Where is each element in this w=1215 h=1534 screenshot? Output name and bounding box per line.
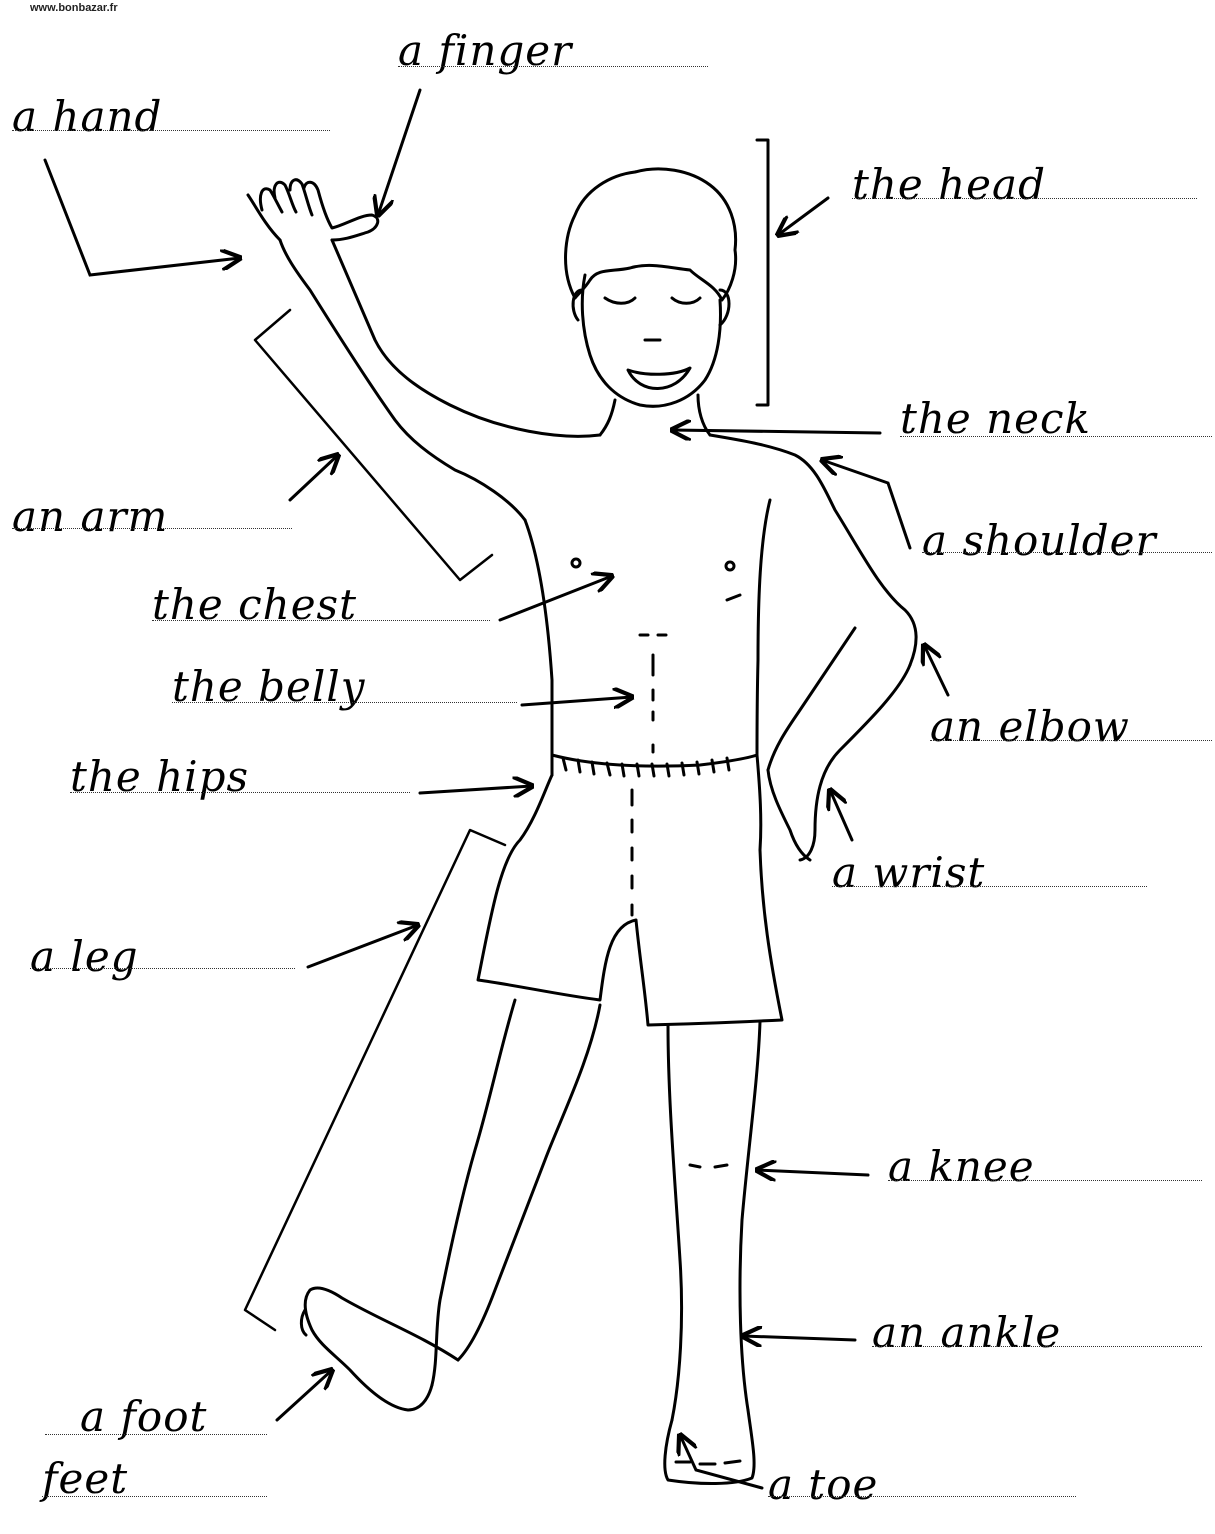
underline-belly: [172, 702, 517, 703]
label-head: the head: [852, 164, 1046, 206]
arrow-leg: [308, 925, 418, 967]
underline-ankle: [872, 1346, 1202, 1347]
underline-arm: [12, 528, 292, 529]
arrow-finger: [378, 90, 420, 215]
arrow-arm: [290, 455, 338, 500]
underline-shoulder: [922, 552, 1212, 553]
label-knee: a knee: [888, 1146, 1035, 1188]
arrow-elbow: [924, 645, 948, 695]
arrow-head: [778, 198, 828, 235]
underline-finger: [398, 66, 708, 67]
arrow-chest: [500, 576, 612, 620]
arrow-neck: [672, 430, 880, 433]
underline-hips: [70, 792, 410, 793]
arrow-ankle: [743, 1336, 855, 1340]
leg-bracket: [245, 830, 505, 1330]
label-foot: a foot: [80, 1396, 207, 1438]
underline-wrist: [832, 886, 1147, 887]
label-elbow: an elbow: [930, 706, 1130, 748]
neck-outline: [600, 400, 615, 435]
hand-on-hip: [768, 770, 810, 860]
label-feet: feet: [42, 1458, 128, 1500]
underline-neck: [900, 436, 1212, 437]
underline-foot: [45, 1434, 267, 1435]
label-leg: a leg: [30, 936, 139, 978]
arrow-knee: [757, 1170, 868, 1175]
left-eye: [605, 298, 635, 303]
label-neck: the neck: [900, 398, 1091, 440]
label-hand: a hand: [12, 96, 162, 138]
underline-head: [852, 198, 1197, 199]
arrow-hips: [420, 786, 532, 793]
hair: [566, 169, 736, 300]
underline-knee: [888, 1180, 1202, 1181]
mouth: [628, 368, 690, 389]
torso-right: [710, 435, 916, 665]
underline-toe: [768, 1496, 1076, 1497]
underline-feet: [42, 1496, 267, 1497]
arrow-belly: [522, 697, 632, 705]
arm-bracket: [255, 310, 492, 580]
head-bracket: [757, 140, 768, 405]
torso-left: [525, 520, 552, 775]
arrow-shoulder: [822, 460, 910, 548]
label-ankle: an ankle: [872, 1312, 1061, 1354]
underline-leg: [30, 968, 295, 969]
standing-leg: [668, 1025, 682, 1420]
hand: [248, 180, 378, 240]
underline-hand: [12, 130, 330, 131]
bent-arm: [800, 665, 910, 860]
arrow-wrist: [830, 790, 852, 840]
label-wrist: a wrist: [832, 852, 985, 894]
arrow-hand: [45, 160, 240, 275]
label-shoulder: a shoulder: [922, 520, 1157, 562]
label-toe: a toe: [768, 1464, 878, 1506]
shorts: [478, 755, 782, 1025]
right-eye: [672, 298, 700, 303]
arrow-foot: [277, 1370, 332, 1420]
raised-arm: [332, 240, 600, 436]
underline-chest: [152, 620, 490, 621]
underline-elbow: [930, 740, 1212, 741]
label-arm: an arm: [12, 496, 168, 538]
raised-leg: [432, 1000, 515, 1385]
